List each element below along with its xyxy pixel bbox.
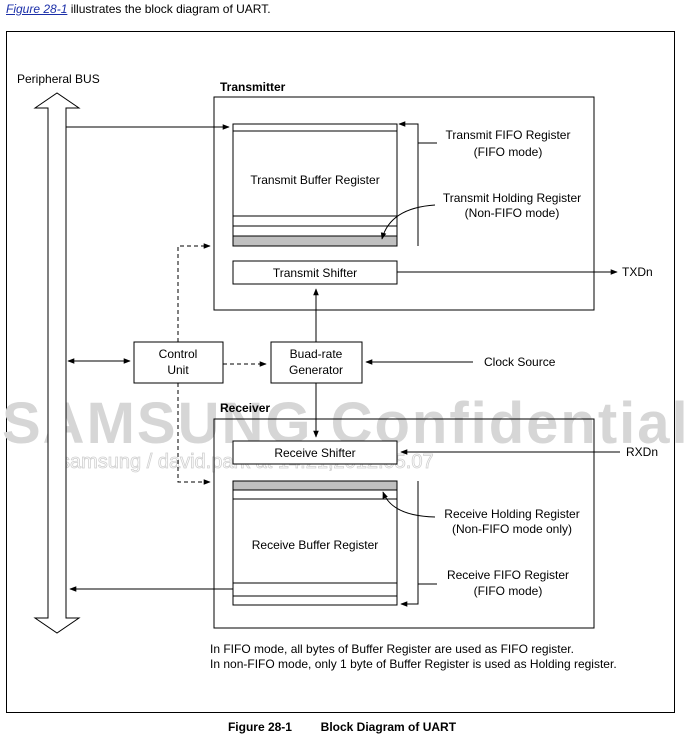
intro-text: Figure 28-1 illustrates the block diagra… bbox=[6, 2, 271, 16]
rxdn-label: RXDn bbox=[626, 445, 658, 459]
receiver-label: Receiver bbox=[220, 401, 270, 415]
figure-link[interactable]: Figure 28-1 bbox=[6, 2, 68, 16]
transmit-shifter-label: Transmit Shifter bbox=[273, 266, 357, 280]
receive-fifo-label-2: (FIFO mode) bbox=[474, 584, 543, 598]
control-to-receiver bbox=[177, 383, 211, 485]
transmitter-label: Transmitter bbox=[220, 80, 286, 94]
receive-holding-label-1: Receive Holding Register bbox=[444, 507, 579, 521]
txdn-label: TXDn bbox=[622, 265, 653, 279]
clock-source-label: Clock Source bbox=[484, 355, 556, 369]
receive-buffer-register bbox=[232, 480, 398, 606]
transmitter-box bbox=[213, 96, 595, 311]
receive-shifter-label: Receive Shifter bbox=[274, 446, 355, 460]
transmit-fifo-label-1: Transmit FIFO Register bbox=[446, 128, 571, 142]
control-unit-label-2: Unit bbox=[167, 363, 189, 377]
control-unit-label-1: Control bbox=[159, 347, 198, 361]
note-non-fifo-mode: In non-FIFO mode, only 1 byte of Buffer … bbox=[210, 657, 617, 671]
intro-rest: illustrates the block diagram of UART. bbox=[67, 2, 271, 16]
figure-frame bbox=[6, 31, 675, 713]
transmit-fifo-bracket bbox=[398, 121, 419, 246]
transmit-buffer-register-label: Transmit Buffer Register bbox=[250, 173, 379, 187]
receive-fifo-bracket bbox=[400, 481, 419, 607]
transmit-buffer-register bbox=[232, 123, 398, 247]
baud-rate-label-1: Buad-rate bbox=[290, 347, 343, 361]
peripheral-bus-arrow bbox=[33, 92, 81, 634]
note-fifo-mode: In FIFO mode, all bytes of Buffer Regist… bbox=[210, 642, 574, 656]
transmit-holding-arrow bbox=[380, 204, 436, 240]
receive-holding-arrow bbox=[382, 491, 436, 518]
control-to-transmitter bbox=[177, 243, 211, 342]
transmit-holding-label-1: Transmit Holding Register bbox=[443, 191, 581, 205]
peripheral-bus-label: Peripheral BUS bbox=[17, 72, 100, 86]
transmit-holding-label-2: (Non-FIFO mode) bbox=[465, 206, 560, 220]
receive-shifter-box bbox=[232, 440, 398, 465]
transmit-holding-slot bbox=[232, 235, 398, 247]
receive-holding-slot bbox=[232, 480, 398, 491]
figure-caption: Figure 28-1 Block Diagram of UART bbox=[0, 720, 684, 734]
receive-fifo-label-1: Receive FIFO Register bbox=[447, 568, 569, 582]
transmit-fifo-label-2: (FIFO mode) bbox=[474, 145, 543, 159]
baud-rate-label-2: Generator bbox=[289, 363, 343, 377]
caption-title: Block Diagram of UART bbox=[320, 720, 457, 734]
receive-holding-label-2: (Non-FIFO mode only) bbox=[452, 522, 572, 536]
receive-buffer-register-label: Receive Buffer Register bbox=[252, 538, 379, 552]
caption-number: Figure 28-1 bbox=[227, 720, 292, 734]
receiver-box bbox=[213, 418, 595, 629]
